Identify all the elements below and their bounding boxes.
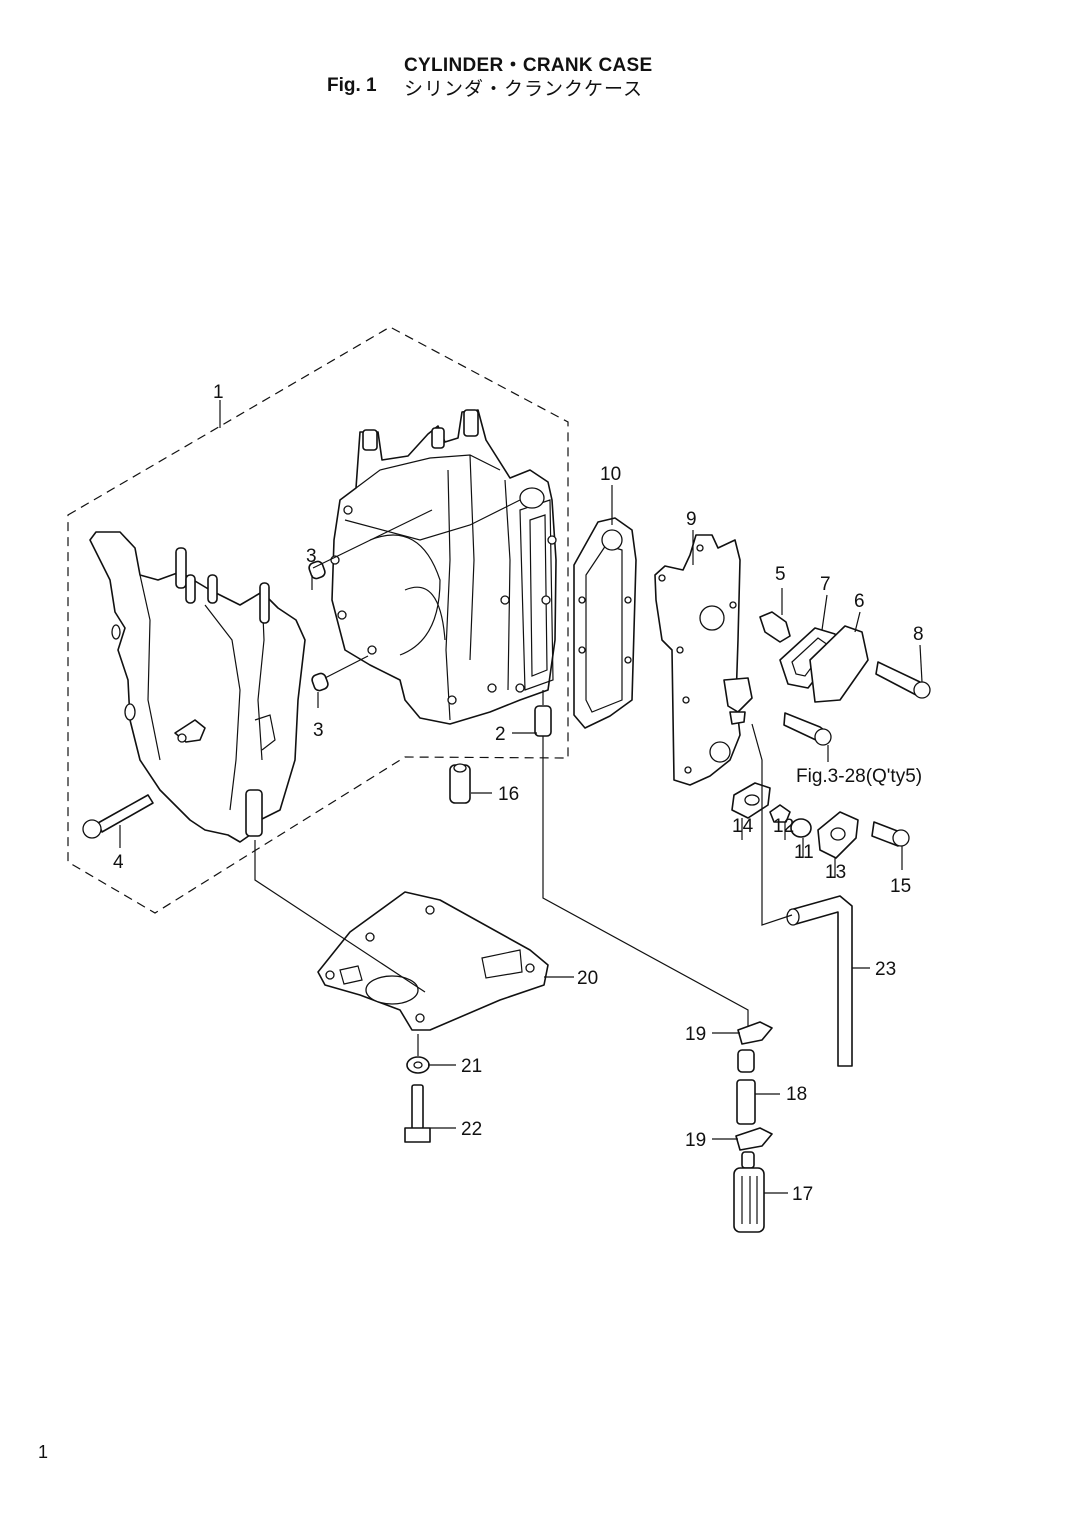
callout-20: 20 [577, 968, 598, 989]
assembly-boundary [67, 326, 569, 914]
diagram-title: CYLINDER・CRANK CASE [404, 55, 653, 76]
callout-19-upper: 19 [685, 1024, 706, 1045]
bolt-4 [97, 794, 154, 833]
cylinder-block [330, 409, 557, 725]
callout-22: 22 [461, 1119, 482, 1140]
callout-10: 10 [600, 464, 621, 485]
thermostat-group [759, 611, 931, 746]
clip-19-upper [737, 1021, 773, 1045]
callout-14: 14 [732, 816, 754, 837]
callout-21: 21 [461, 1056, 482, 1077]
clip-19-lower [735, 1127, 773, 1151]
callout-7: 7 [820, 574, 831, 595]
callout-2: 2 [495, 724, 506, 745]
diagram-title-japanese: シリンダ・クランクケース [404, 78, 644, 100]
callout-13: 13 [825, 862, 846, 883]
callout-18: 18 [786, 1084, 807, 1105]
callout-16: 16 [498, 784, 519, 805]
callout-23: 23 [875, 959, 896, 980]
callout-3-upper: 3 [306, 546, 317, 567]
water-hose [786, 895, 853, 1067]
callout-9: 9 [686, 509, 697, 530]
page-number: 1 [38, 1442, 49, 1462]
leader-lines [119, 400, 923, 1194]
figure-label: Fig. 1 [327, 75, 377, 96]
hose-18 [736, 1079, 756, 1125]
small-fasteners [82, 560, 552, 839]
callout-8: 8 [913, 624, 924, 645]
dowel-pin-2 [534, 705, 552, 737]
fuel-filter-17 [733, 1167, 765, 1233]
callout-6: 6 [854, 591, 865, 612]
dowel-pin-3-lower [311, 672, 329, 692]
callout-1: 1 [213, 382, 224, 403]
callout-17: 17 [792, 1184, 813, 1205]
crank-case [89, 531, 306, 843]
reference-note: Fig.3-28(Q'ty5) [796, 766, 922, 787]
anode-group [731, 782, 910, 859]
base-gasket [317, 891, 549, 1031]
bolt-22 [404, 1084, 431, 1143]
dowel-pin-3-upper [308, 560, 326, 580]
callout-19-lower: 19 [685, 1130, 706, 1151]
callout-12: 12 [773, 816, 794, 837]
fuel-filter-group [733, 1021, 773, 1233]
callout-3-lower: 3 [313, 720, 324, 741]
cylinder-gasket [573, 517, 637, 729]
callout-15: 15 [890, 876, 911, 897]
callout-5: 5 [775, 564, 786, 585]
callout-labels: 1 2 3 3 4 5 6 7 8 9 10 11 12 13 14 15 16… [113, 382, 924, 1205]
callout-4: 4 [113, 852, 124, 873]
exhaust-cover [654, 534, 753, 786]
callout-11: 11 [794, 842, 814, 863]
